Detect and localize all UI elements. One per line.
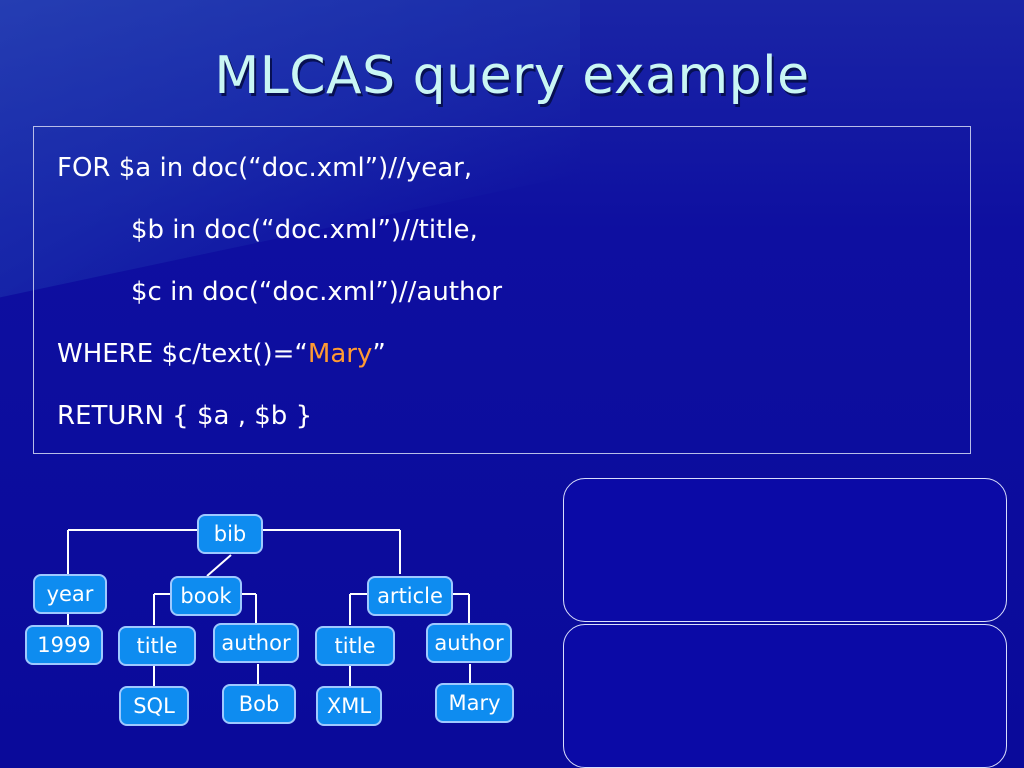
tree-node-book-author-value: Bob: [222, 684, 296, 724]
tree-node-article: article: [367, 576, 453, 616]
tree-node-book: book: [170, 576, 242, 616]
query-line-return: RETURN { $a , $b }: [57, 401, 313, 431]
tree-node-article-author: author: [426, 623, 512, 663]
where-clause: WHERE $c/text()=“: [57, 339, 308, 369]
query-line-where: WHERE $c/text()=“Mary”: [57, 339, 386, 369]
tree-node-bib: bib: [197, 514, 263, 554]
tree-node-book-title-value: SQL: [119, 686, 189, 726]
where-close-quote: ”: [372, 339, 386, 369]
where-value: Mary: [307, 339, 373, 369]
result-panel-bottom: [563, 624, 1007, 768]
query-line-c: $c in doc(“doc.xml”)//author: [131, 277, 503, 307]
slide-title: MLCAS query example: [214, 46, 810, 106]
tree-node-article-author-value: Mary: [435, 683, 514, 723]
tree-node-article-title-value: XML: [316, 686, 382, 726]
tree-node-year: year: [33, 574, 107, 614]
tree-node-book-title: title: [118, 626, 196, 666]
query-line-b: $b in doc(“doc.xml”)//title,: [131, 215, 478, 245]
tree-node-article-title: title: [315, 626, 395, 666]
root-to-book-line: [206, 554, 232, 577]
tree-node-year-value: 1999: [25, 625, 103, 665]
result-panel-top: [563, 478, 1007, 622]
query-box: FOR $a in doc(“doc.xml”)//year, $b in do…: [33, 126, 971, 454]
tree-node-book-author: author: [213, 623, 299, 663]
query-line-for: FOR $a in doc(“doc.xml”)//year,: [57, 153, 473, 183]
